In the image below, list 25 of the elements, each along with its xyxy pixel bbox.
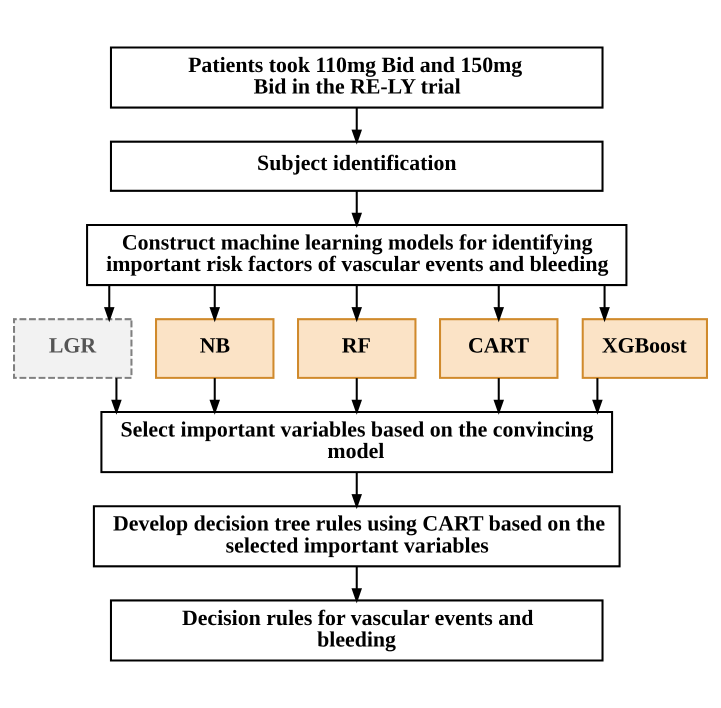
node-box: Construct machine learning models for identifying important risk factors of vascular events and bleeding — [86, 224, 628, 286]
arrow — [111, 378, 122, 415]
arrow — [104, 285, 115, 322]
arrow — [351, 190, 362, 228]
node-box: Decision rules for vascular events and bleeding — [110, 599, 604, 662]
node-box: RF — [297, 318, 416, 379]
node-box: CART — [439, 318, 558, 379]
node-box: Subject identification — [110, 140, 604, 192]
arrow — [592, 378, 603, 415]
node-box: XGBoost — [582, 318, 708, 379]
node-box: LGR — [13, 318, 132, 379]
node-box: Patients took 110mg Bid and 150mg Bid in the RE-LY trial — [110, 46, 604, 109]
node-box: NB — [155, 318, 274, 379]
node-box: Select important variables based on the convincing model — [100, 411, 614, 474]
arrow — [351, 378, 362, 415]
node-box: Develop decision tree rules using CART based on the selected important variables — [92, 505, 621, 568]
arrow — [351, 108, 362, 145]
arrow — [209, 285, 220, 322]
arrow — [351, 472, 362, 510]
arrow — [351, 566, 362, 604]
arrow — [493, 378, 504, 415]
arrow — [351, 285, 362, 322]
arrow — [209, 378, 220, 415]
arrow — [493, 285, 504, 322]
arrow — [599, 285, 610, 322]
